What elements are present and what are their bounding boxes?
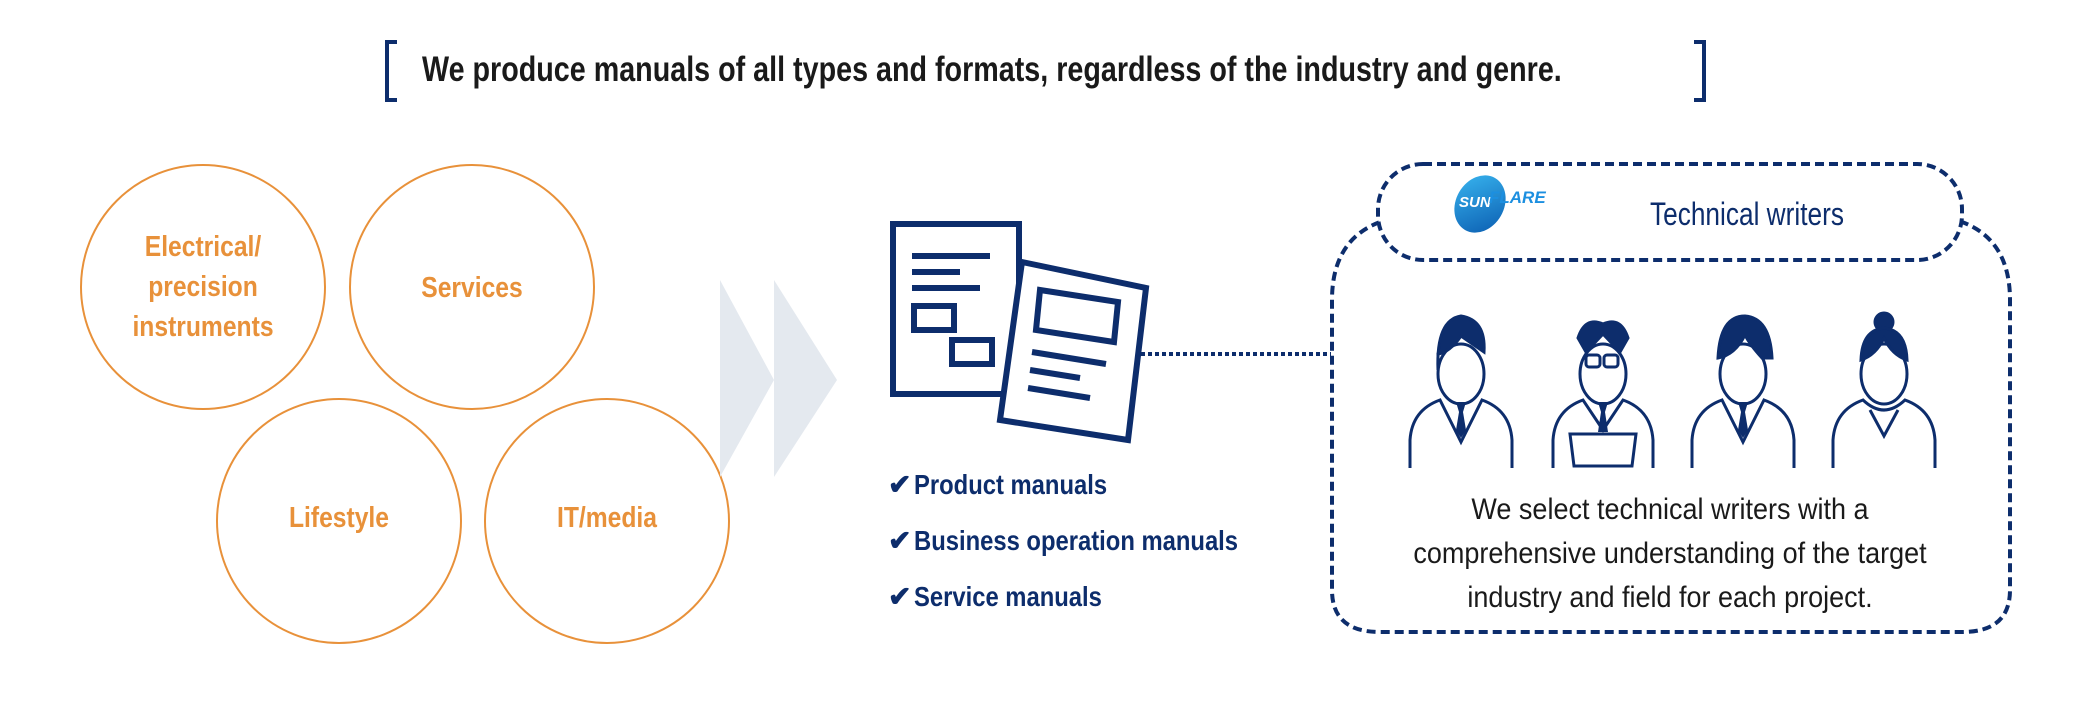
description-line: We select technical writers with a — [1471, 493, 1869, 526]
industry-label-electrical: Electrical/ precision instruments — [93, 227, 314, 347]
documents-icon — [890, 221, 1150, 444]
manual-type-item: ✔Product manuals — [888, 469, 1108, 500]
manual-type-item: ✔Business operation manuals — [888, 525, 1239, 556]
left-bracket — [385, 40, 397, 102]
writers-description: We select technical writers with a compr… — [1340, 488, 2000, 620]
svg-text:FLARE: FLARE — [1489, 188, 1546, 207]
writer-person-4-icon — [1831, 311, 1937, 468]
double-chevron-icon — [720, 280, 837, 477]
writers-title: Technical writers — [1650, 196, 1844, 232]
sunflare-logo: SUN FLARE — [1454, 175, 1546, 233]
industry-circle-electrical — [80, 164, 326, 410]
writer-person-3-icon — [1690, 314, 1796, 468]
description-line: industry and field for each project. — [1467, 581, 1873, 614]
industry-label-it-media: IT/media — [556, 502, 658, 534]
industry-label-services: Services — [421, 272, 523, 304]
manual-type-item: ✔Service manuals — [888, 581, 1102, 612]
label-line: instruments — [132, 311, 274, 343]
check-icon: ✔ — [888, 525, 912, 556]
headline: We produce manuals of all types and form… — [422, 50, 1562, 89]
writer-person-2-icon — [1551, 320, 1655, 468]
industry-label-lifestyle: Lifestyle — [288, 502, 390, 534]
industry-circle-lifestyle — [216, 398, 462, 644]
check-icon: ✔ — [888, 581, 912, 612]
check-icon: ✔ — [888, 469, 912, 500]
right-bracket — [1694, 40, 1706, 102]
writer-person-1-icon — [1408, 314, 1514, 468]
label-line: precision — [148, 271, 258, 303]
description-line: comprehensive understanding of the targe… — [1413, 537, 1927, 570]
label-line: Electrical/ — [144, 231, 262, 263]
industry-circle-it-media — [484, 398, 730, 644]
industry-circle-services — [349, 164, 595, 410]
writers-header-pill — [1376, 162, 1964, 262]
svg-text:SUN: SUN — [1459, 194, 1492, 211]
